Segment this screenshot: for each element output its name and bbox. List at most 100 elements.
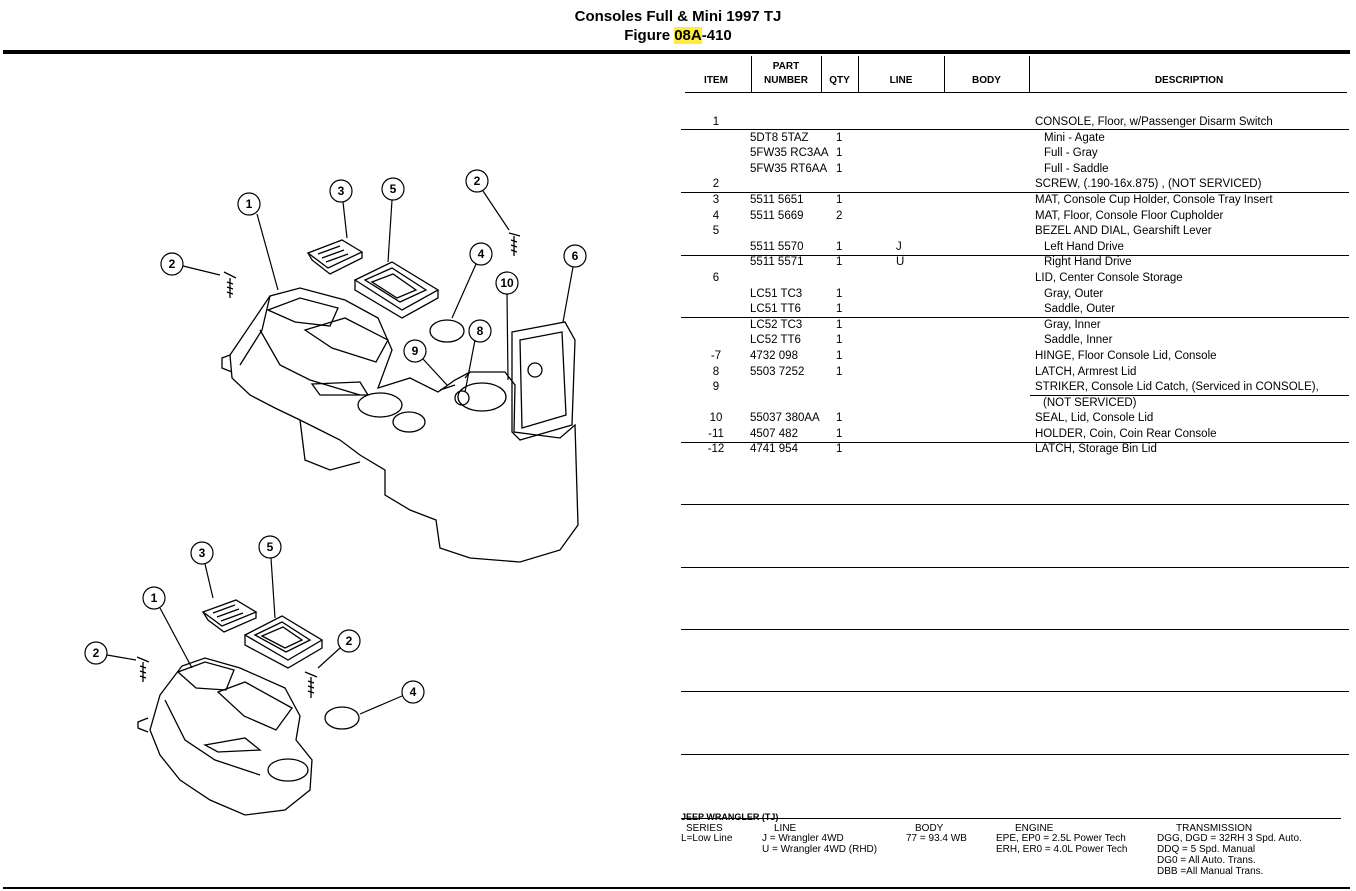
figure-number: Figure 08A-410: [0, 27, 1356, 44]
callout-1: 1: [246, 197, 253, 211]
row-divider: [681, 317, 1349, 318]
legend-series-1: L=Low Line: [681, 833, 733, 844]
legend-engine-heading: ENGINE: [1015, 823, 1054, 834]
screw-upper-left: [223, 271, 237, 298]
qty-cell: 1: [836, 350, 843, 362]
col-divider: [751, 56, 752, 92]
description-cell: HOLDER, Coin, Coin Rear Console: [1035, 428, 1217, 440]
part-cell: 5FW35 RT6AA: [750, 163, 828, 175]
item-cell: -11: [708, 428, 724, 440]
description-cell: LID, Center Console Storage: [1035, 272, 1183, 284]
screw-lower-right: [304, 671, 318, 698]
full-console-drawing: [221, 287, 579, 563]
legend-transmission-3: DG0 = All Auto. Trans.: [1157, 855, 1256, 866]
part-cell: 5511 5570: [750, 241, 804, 253]
legend-line-2: U = Wrangler 4WD (RHD): [762, 844, 878, 855]
callout-5: 5: [267, 540, 274, 554]
col-part-header-line1: PART: [772, 61, 800, 72]
legend-body-heading: BODY: [915, 823, 944, 834]
part-cell: 5FW35 RC3AA: [750, 147, 829, 159]
header-underline: [685, 92, 1347, 93]
header-rule: [3, 50, 1350, 54]
mini-console-drawing: [137, 657, 313, 816]
cupholder-mat-upper: [306, 239, 364, 275]
item-cell: 4: [712, 210, 720, 222]
callout-3: 3: [199, 546, 206, 560]
row-divider: [681, 129, 1349, 130]
description-cell: BEZEL AND DIAL, Gearshift Lever: [1035, 225, 1212, 237]
description-cell: SEAL, Lid, Console Lid: [1035, 412, 1154, 424]
item-cell: -12: [707, 443, 725, 455]
part-cell: 55037 380AA: [750, 412, 820, 424]
callout-2: 2: [169, 257, 176, 271]
footer-rule: [3, 887, 1350, 889]
callout-4: 4: [478, 247, 485, 261]
col-divider: [821, 56, 822, 92]
legend-transmission-1: DGG, DGD = 32RH 3 Spd. Auto.: [1157, 833, 1302, 844]
latch-part-8: [454, 390, 470, 406]
description-cell: SCREW, (.190-16x.875) , (NOT SERVICED): [1035, 178, 1262, 190]
qty-cell: 1: [836, 132, 843, 144]
callout-1: 1: [151, 591, 158, 605]
description-cell: LATCH, Armrest Lid: [1035, 366, 1137, 378]
qty-cell: 1: [836, 163, 843, 175]
legend-series-heading: SERIES: [686, 823, 723, 834]
floor-mat-disc-lower: [324, 706, 360, 730]
callout-2: 2: [93, 646, 100, 660]
qty-cell: 1: [836, 288, 843, 300]
row-divider: [1030, 395, 1349, 396]
part-cell: LC52 TC3: [750, 319, 803, 331]
legend-engine-1: EPE, EP0 = 2.5L Power Tech: [996, 833, 1126, 844]
callout-labels-lower: 3 5 1 2 2 4: [93, 540, 417, 699]
description-cell: Saddle, Outer: [1044, 303, 1115, 315]
item-cell: 3: [712, 194, 720, 206]
part-cell: 4507 482: [750, 428, 798, 440]
description-cell: Saddle, Inner: [1044, 334, 1113, 346]
callout-2: 2: [474, 174, 481, 188]
line-cell: J: [896, 241, 902, 253]
description-cell: Gray, Outer: [1044, 288, 1104, 300]
callout-6: 6: [572, 249, 579, 263]
col-qty-header: QTY: [829, 75, 850, 86]
qty-cell: 1: [836, 412, 843, 424]
part-cell: LC51 TT6: [750, 303, 801, 315]
col-description-header: DESCRIPTION: [1154, 75, 1224, 86]
callout-group-upper: [160, 169, 587, 393]
row-divider: [681, 754, 1349, 755]
qty-cell: 1: [836, 147, 843, 159]
callout-8: 8: [477, 324, 484, 338]
item-cell: 8: [712, 366, 720, 378]
row-divider: [681, 567, 1349, 568]
col-divider: [944, 56, 945, 92]
description-cell: STRIKER, Console Lid Catch, (Serviced in…: [1035, 381, 1319, 393]
description-cell: LATCH, Storage Bin Lid: [1035, 443, 1157, 455]
description-cell: Mini - Agate: [1044, 132, 1105, 144]
qty-cell: 1: [836, 443, 843, 455]
description-cell: Left Hand Drive: [1044, 241, 1124, 253]
col-body-header: BODY: [972, 75, 1001, 86]
description-cell: Right Hand Drive: [1044, 256, 1132, 268]
table-row: (NOT SERVICED): [681, 396, 1349, 411]
qty-cell: 1: [836, 334, 843, 346]
part-cell: 5511 5651: [750, 194, 804, 206]
part-cell: 5511 5571: [750, 256, 804, 268]
figure-highlight: 08A: [674, 27, 702, 44]
callout-10: 10: [500, 276, 514, 290]
callout-labels-upper: 1 2 3 5 2 4 10 6 8 9: [169, 174, 579, 358]
screw-upper-right: [508, 232, 521, 256]
callout-2: 2: [346, 634, 353, 648]
col-item-header: ITEM: [704, 75, 728, 86]
description-cell: HINGE, Floor Console Lid, Console: [1035, 350, 1217, 362]
description-cell: CONSOLE, Floor, w/Passenger Disarm Switc…: [1035, 116, 1273, 128]
parts-diagram: 1 2 3 5 2 4 10 6 8 9: [84, 169, 587, 816]
part-cell: 4732 098: [750, 350, 798, 362]
